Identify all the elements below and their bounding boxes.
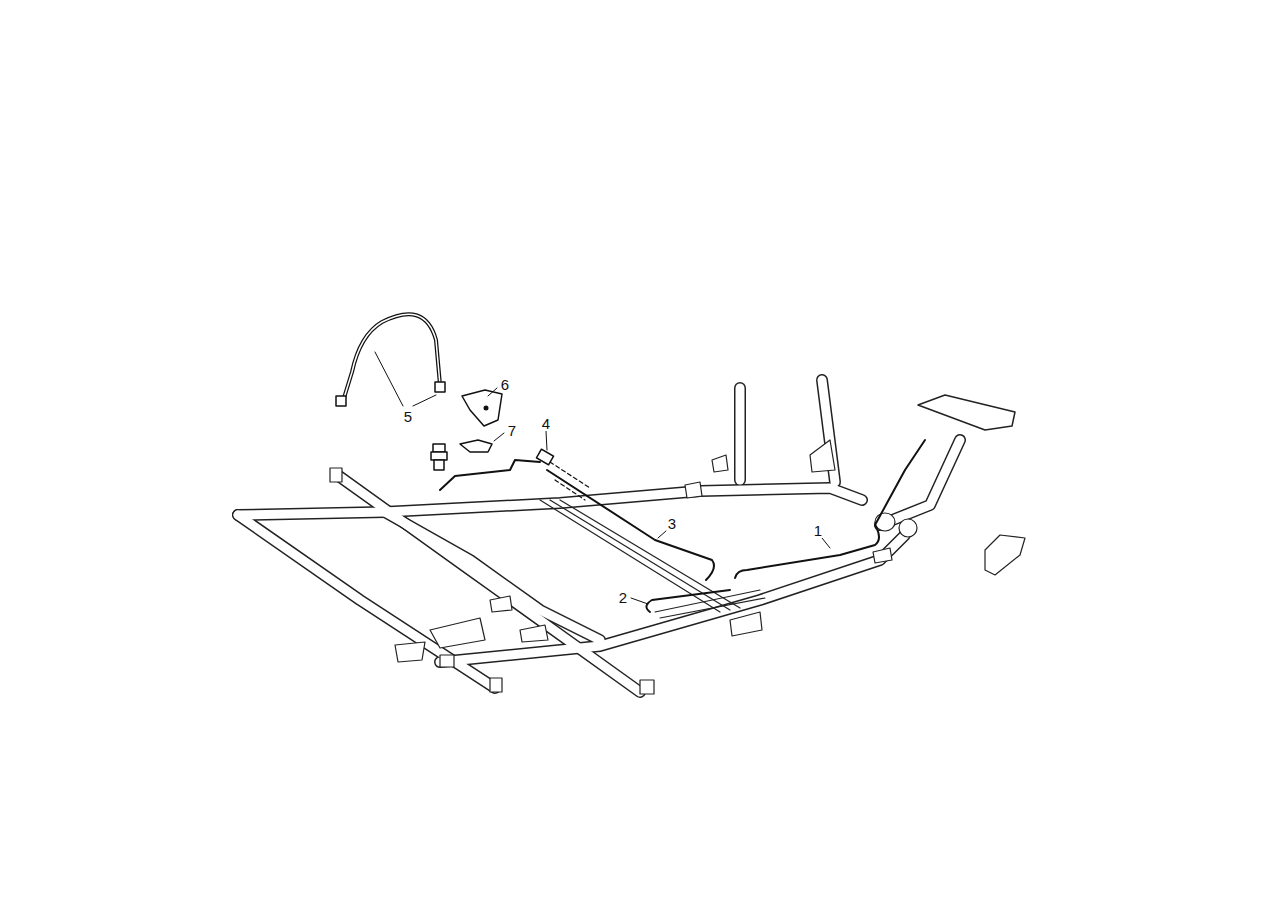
callout-number: 4 — [541, 416, 551, 431]
callout-number: 2 — [618, 590, 628, 605]
leader-lines — [375, 352, 830, 604]
brake-lines — [440, 440, 925, 612]
callout-number: 3 — [667, 516, 677, 531]
callout-number: 5 — [403, 409, 413, 424]
callout-number: 6 — [500, 377, 510, 392]
frame-tubes — [238, 380, 960, 692]
callout-number: 7 — [507, 423, 517, 438]
callout-number: 1 — [813, 523, 823, 538]
